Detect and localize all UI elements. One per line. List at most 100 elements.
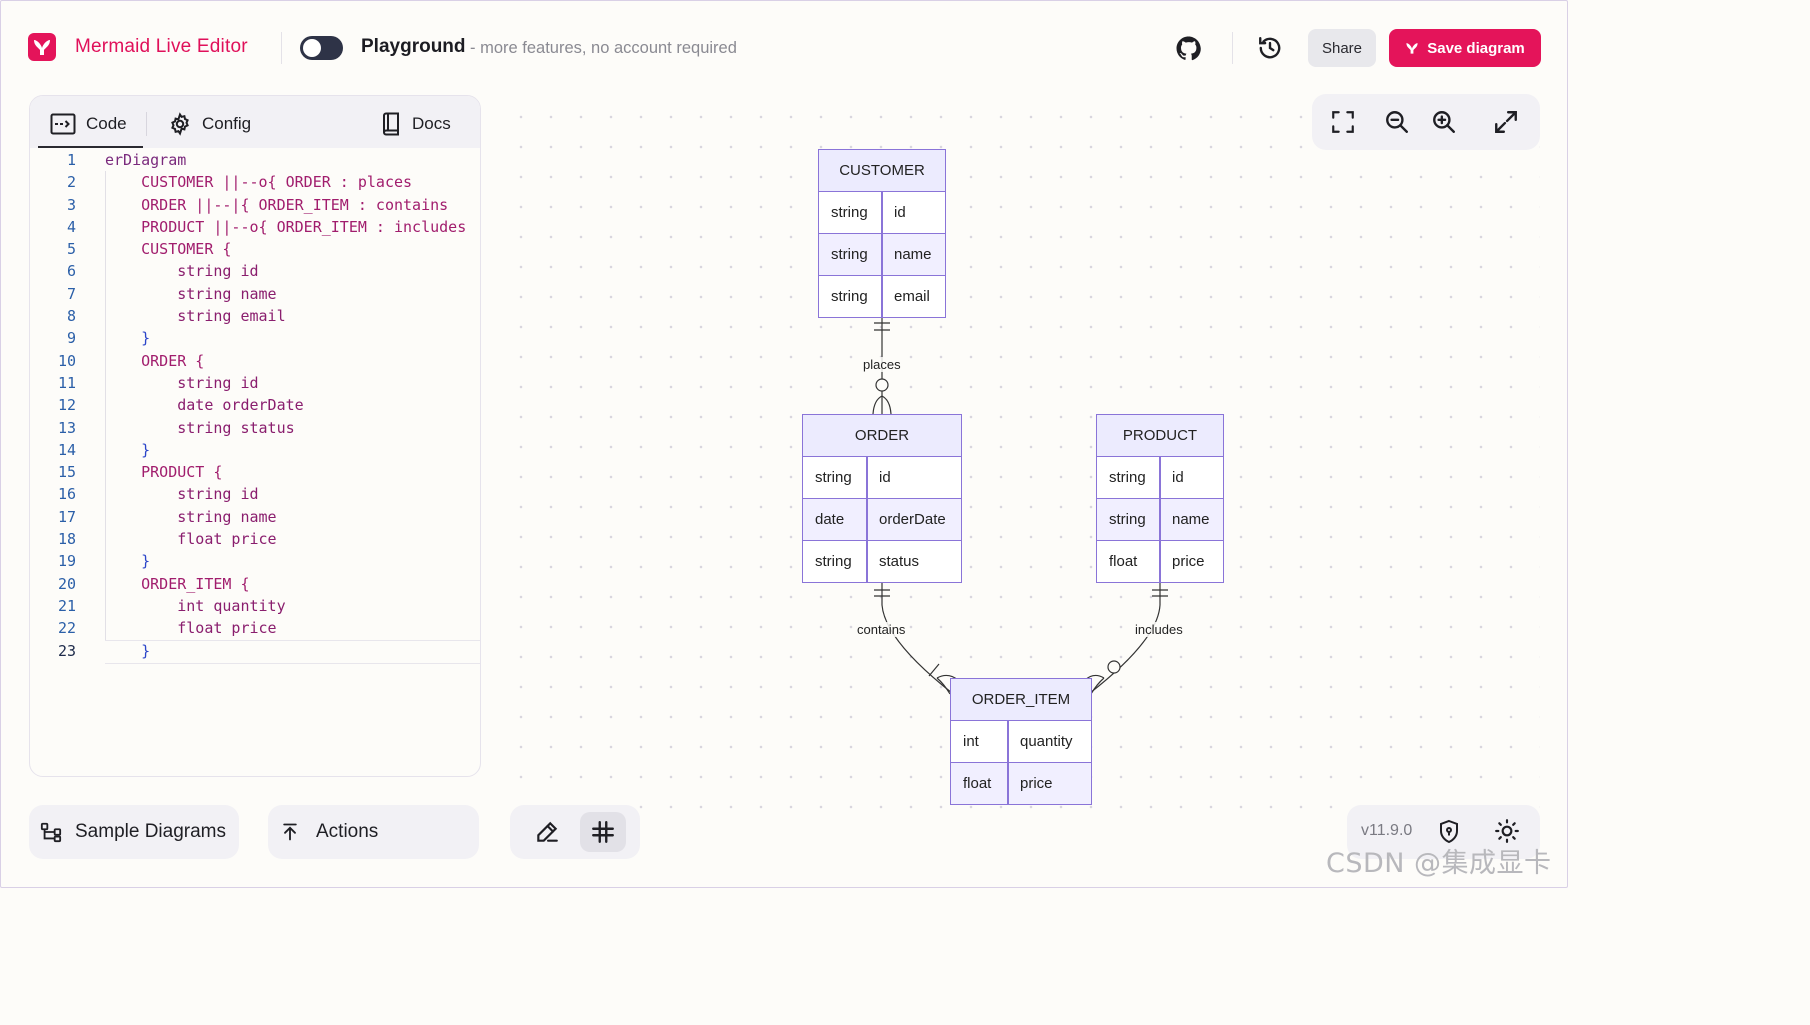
rel-one-only-marker bbox=[874, 322, 890, 331]
header-divider bbox=[281, 32, 282, 64]
mermaid-logo-icon[interactable] bbox=[28, 33, 56, 61]
shield-lock-icon[interactable] bbox=[1437, 819, 1461, 845]
tab-code[interactable]: Code bbox=[38, 108, 143, 148]
tab-docs[interactable]: Docs bbox=[380, 108, 451, 140]
watermark: CSDN @集成显卡 bbox=[1326, 848, 1552, 879]
github-icon[interactable] bbox=[1176, 36, 1201, 61]
save-diagram-label: Save diagram bbox=[1427, 39, 1525, 57]
history-icon[interactable] bbox=[1257, 35, 1283, 61]
fit-view-icon[interactable] bbox=[1330, 109, 1356, 135]
actions-button[interactable]: Actions bbox=[268, 805, 479, 859]
tab-docs-label: Docs bbox=[412, 114, 451, 133]
code-line: 14 } bbox=[57, 440, 151, 459]
code-line-current: 23 } bbox=[30, 639, 480, 664]
gear-icon bbox=[171, 112, 189, 136]
code-line: 5 CUSTOMER { bbox=[66, 240, 232, 259]
rel-one-only-marker bbox=[874, 589, 890, 597]
tab-config[interactable]: Config bbox=[168, 108, 251, 140]
code-line: 21 int quantity bbox=[57, 596, 286, 615]
indent-guide bbox=[105, 171, 106, 641]
code-line: 18 float price bbox=[57, 530, 277, 549]
window-frame bbox=[0, 0, 1568, 888]
tab-code-label: Code bbox=[86, 114, 127, 133]
code-line: 17 string name bbox=[57, 507, 277, 526]
code-icon bbox=[50, 113, 76, 135]
entity-title: ORDER_ITEM bbox=[951, 679, 1091, 721]
book-icon bbox=[383, 112, 399, 136]
entity-title: ORDER bbox=[803, 415, 961, 457]
rel-many-marker bbox=[872, 395, 892, 415]
code-line: 19 } bbox=[57, 552, 151, 571]
code-line: 7 string name bbox=[66, 284, 277, 303]
rel-label-contains: contains bbox=[856, 622, 907, 637]
sample-diagrams-button[interactable]: Sample Diagrams bbox=[29, 805, 239, 859]
app-title[interactable]: Mermaid Live Editor bbox=[75, 36, 248, 57]
rel-line-contains bbox=[881, 581, 953, 694]
entity-title: PRODUCT bbox=[1097, 415, 1223, 457]
zoom-in-icon[interactable] bbox=[1431, 109, 1457, 135]
tab-divider bbox=[146, 112, 147, 136]
editor-tabbar: Code Config Docs bbox=[30, 96, 480, 148]
relationship-lines bbox=[872, 317, 1168, 695]
rel-one-only-marker bbox=[1152, 589, 1168, 597]
tab-config-label: Config bbox=[202, 114, 252, 133]
mermaid-small-icon bbox=[1406, 43, 1418, 54]
code-line: 2 CUSTOMER ||--o{ ORDER : places bbox=[66, 173, 413, 192]
rel-line-includes bbox=[1089, 581, 1161, 694]
sun-icon[interactable] bbox=[1494, 818, 1520, 844]
code-line: 12 date orderDate bbox=[57, 396, 304, 415]
code-line: 10 ORDER { bbox=[57, 351, 205, 370]
sample-diagrams-label: Sample Diagrams bbox=[75, 821, 226, 842]
rel-one-marker bbox=[928, 663, 940, 677]
zoom-toolbar bbox=[1312, 94, 1540, 150]
actions-label: Actions bbox=[316, 821, 379, 842]
rel-label-places: places bbox=[862, 357, 902, 372]
save-diagram-button[interactable]: Save diagram bbox=[1389, 29, 1541, 67]
pencil-ruler-icon[interactable] bbox=[534, 819, 560, 845]
grid-icon[interactable] bbox=[590, 819, 616, 845]
upload-arrow-icon bbox=[283, 823, 297, 841]
code-line: 6 string id bbox=[66, 262, 259, 281]
version-label: v11.9.0 bbox=[1361, 822, 1413, 839]
rel-zero-marker bbox=[875, 378, 889, 392]
code-line: 8 string email bbox=[66, 307, 286, 326]
zoom-out-icon[interactable] bbox=[1384, 109, 1410, 135]
code-line: 3 ORDER ||--|{ ORDER_ITEM : contains bbox=[66, 195, 449, 214]
code-line: 11 string id bbox=[57, 373, 259, 392]
mode-subtitle: - more features, no account required bbox=[470, 39, 737, 57]
code-line: 22 float price bbox=[57, 619, 277, 638]
version-bar bbox=[1347, 805, 1540, 859]
playground-toggle[interactable] bbox=[300, 36, 343, 60]
mode-title: Playground bbox=[361, 36, 466, 57]
rel-label-includes: includes bbox=[1134, 622, 1184, 637]
entity-title: CUSTOMER bbox=[819, 150, 945, 192]
code-line: 16 string id bbox=[57, 485, 259, 504]
header-divider-2 bbox=[1232, 32, 1233, 64]
code-line: 20 ORDER_ITEM { bbox=[57, 574, 250, 593]
fullscreen-icon[interactable] bbox=[1493, 109, 1519, 135]
code-line: 9 } bbox=[66, 329, 151, 348]
toggle-knob bbox=[303, 39, 321, 57]
diagram-icon bbox=[40, 822, 62, 843]
code-line: 13 string status bbox=[57, 418, 295, 437]
code-line: 15 PRODUCT { bbox=[57, 463, 223, 482]
share-button[interactable]: Share bbox=[1308, 29, 1376, 67]
grid-mode-active-bg bbox=[580, 812, 626, 852]
